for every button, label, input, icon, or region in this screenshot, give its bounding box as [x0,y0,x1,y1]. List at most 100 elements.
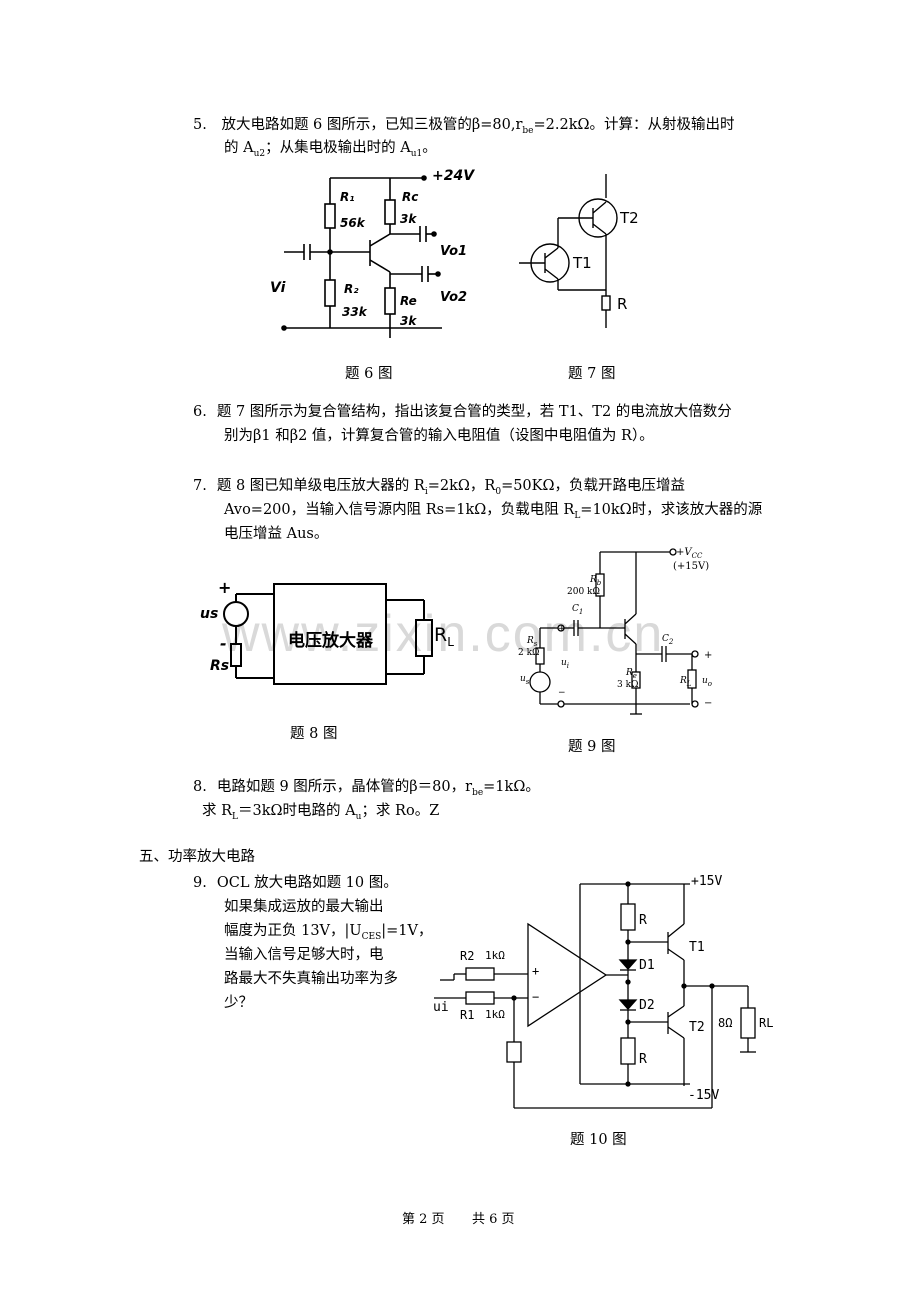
q7-sub-l: L [574,510,581,521]
q7-number: 7. [193,478,207,494]
fig9-rs-r: R [527,636,534,646]
fig9-rb-r: R [590,575,597,585]
fig9-uo-sub: o [707,679,713,688]
fig8-rl-r: R [434,624,448,646]
q8-number: 8. [193,779,207,795]
fig10-t2: T2 [689,1020,705,1035]
question-6: 6.题 7 图所示为复合管结构，指出该复合管的类型，若 T1、T2 的电流放大倍… [193,401,732,424]
fig7-caption: 题 7 图 [568,366,616,382]
fig6-r2: R₂ [344,282,359,296]
figure-6-circuit [281,175,442,338]
figure-9-circuit [529,548,699,715]
fig9-rb-sub: b [596,578,602,587]
fig9-us-u: u [520,674,526,684]
q5-sub-be: be [522,125,534,136]
question-7-line3: 电压增益 Aus。 [224,526,329,542]
q5-number: 5. [193,117,207,133]
fig9-ui-sub: i [566,661,570,670]
fig9-ui-u: u [561,658,567,668]
fig9-re-value: 3 kΩ [617,680,639,690]
fig9-rb-value: 200 kΩ [567,587,600,597]
fig10-d2: D2 [639,998,655,1013]
fig8-caption: 题 8 图 [290,726,338,742]
q9-line3b: |=1V， [381,923,433,939]
q7-line1a: 题 8 图已知单级电压放大器的 R [216,478,425,494]
fig8-rl-sub: L [447,634,454,649]
q5-line2c: 。 [422,140,437,156]
q7-line2a: Avo=200，当输入信号源内阻 Rs=1kΩ，负载电阻 R [224,502,575,518]
question-6-line2: 别为β1 和β2 值，计算复合管的输入电阻值（设图中电阻值为 R）。 [224,428,654,444]
question-5: 5. 放大电路如题 6 图所示，已知三极管的β=80,rbe=2.2kΩ。计算：… [193,114,793,143]
fig9-re-r: R [626,668,633,678]
q9-line3a: 幅度为正负 13V，|U [224,923,362,939]
fig6-r1-value: 56k [340,216,365,230]
q9-line2: 如果集成运放的最大输出 [224,899,384,915]
fig6-vcc: +24V [432,168,475,184]
fig8-amp-label: 电压放大器 [288,631,373,651]
fig9-ui: ui [561,658,569,670]
fig9-rl-sub: L [686,679,692,688]
q8-sub-l: L [232,811,239,822]
fig7-r: R [617,295,628,313]
fig10-r2: R2 [460,949,475,963]
fig6-rc-value: 3k [400,212,417,226]
fig9-uo: uo [702,676,712,688]
q8-sub-u: u [355,811,362,822]
fig9-minus-out: − [704,698,713,709]
fig9-vcc-value: (+15V) [673,561,710,572]
figure-8-circuit [223,583,433,685]
fig10-caption: 题 10 图 [570,1132,627,1148]
fig9-vcc-sub: CC [691,552,703,560]
question-7-line2: Avo=200，当输入信号源内阻 Rs=1kΩ，负载电阻 RL=10kΩ时，求该… [224,499,762,528]
fig10-d1: D1 [639,958,655,973]
question-8: 8. 电路如题 9 图所示，晶体管的β＝80，rbe=1kΩ。 [193,776,540,805]
q9-line3: 幅度为正负 13V，|UCES|=1V， [224,920,433,949]
q7-line2b: =10kΩ时，求该放大器的源 [580,502,763,518]
fig9-minus-in: − [558,688,566,698]
fig10-vminus: -15V [688,1088,720,1103]
fig8-us: us [200,606,219,622]
q9-line1: OCL 放大电路如题 10 图。 [216,875,398,891]
question-5-line2: 的 Au2；从集电极输出时的 Au1。 [224,137,437,166]
q8-line1a: 电路如题 9 图所示，晶体管的β＝80，r [216,779,473,795]
fig8-rl: RL [434,624,454,649]
figure-10-circuit [434,881,756,1109]
fig10-load: 8Ω [718,1016,733,1030]
figure-7-circuit [519,174,618,328]
q7-sub-i: i [424,486,428,497]
fig6-vo1: Vo1 [440,244,468,259]
fig9-plus-in: + [558,624,566,634]
fig6-r2-value: 33k [342,305,367,319]
fig9-re-sub: e [632,671,637,680]
question-9: 9. OCL 放大电路如题 10 图。 [193,872,398,895]
q7-sub-0: 0 [495,486,502,497]
q5-line2a: 的 A [224,140,254,156]
q6-number: 6. [193,404,207,420]
fig9-plus-out: + [704,650,713,661]
fig9-c2: C2 [662,634,673,646]
q8-line2a: 求 R [202,803,233,819]
q9-line5: 路最大不失真输出功率为多 [224,971,398,987]
q8-line1b: =1kΩ。 [483,779,540,795]
fig10-r1: R1 [460,1008,475,1022]
fig9-c2-c: C [662,634,669,644]
fig9-rs-value: 2 kΩ [518,648,540,658]
fig10-vplus: +15V [691,874,723,889]
fig10-minus: − [532,990,540,1004]
fig10-ui: ui [433,1000,449,1015]
fig10-plus: + [532,964,540,978]
fig8-rs: Rs [210,658,230,674]
q5-line1-tail: =2.2kΩ。计算：从射极输出时 [533,117,735,133]
fig9-re: Re [626,668,637,680]
q7-line1b: =2kΩ，R [427,478,496,494]
footer-total: 共 6 页 [472,1212,515,1227]
q9-number: 9. [193,875,207,891]
q8-sub-be: be [472,787,484,798]
fig6-vi: Vi [270,280,286,296]
q5-line2b: ；从集电极输出时的 A [265,140,411,156]
fig9-us-sub: s [525,677,530,686]
fig6-r1: R₁ [340,190,355,204]
fig9-us: us [520,674,529,686]
section-5-title: 五、功率放大电路 [139,849,255,865]
fig6-re-value: 3k [400,314,417,328]
